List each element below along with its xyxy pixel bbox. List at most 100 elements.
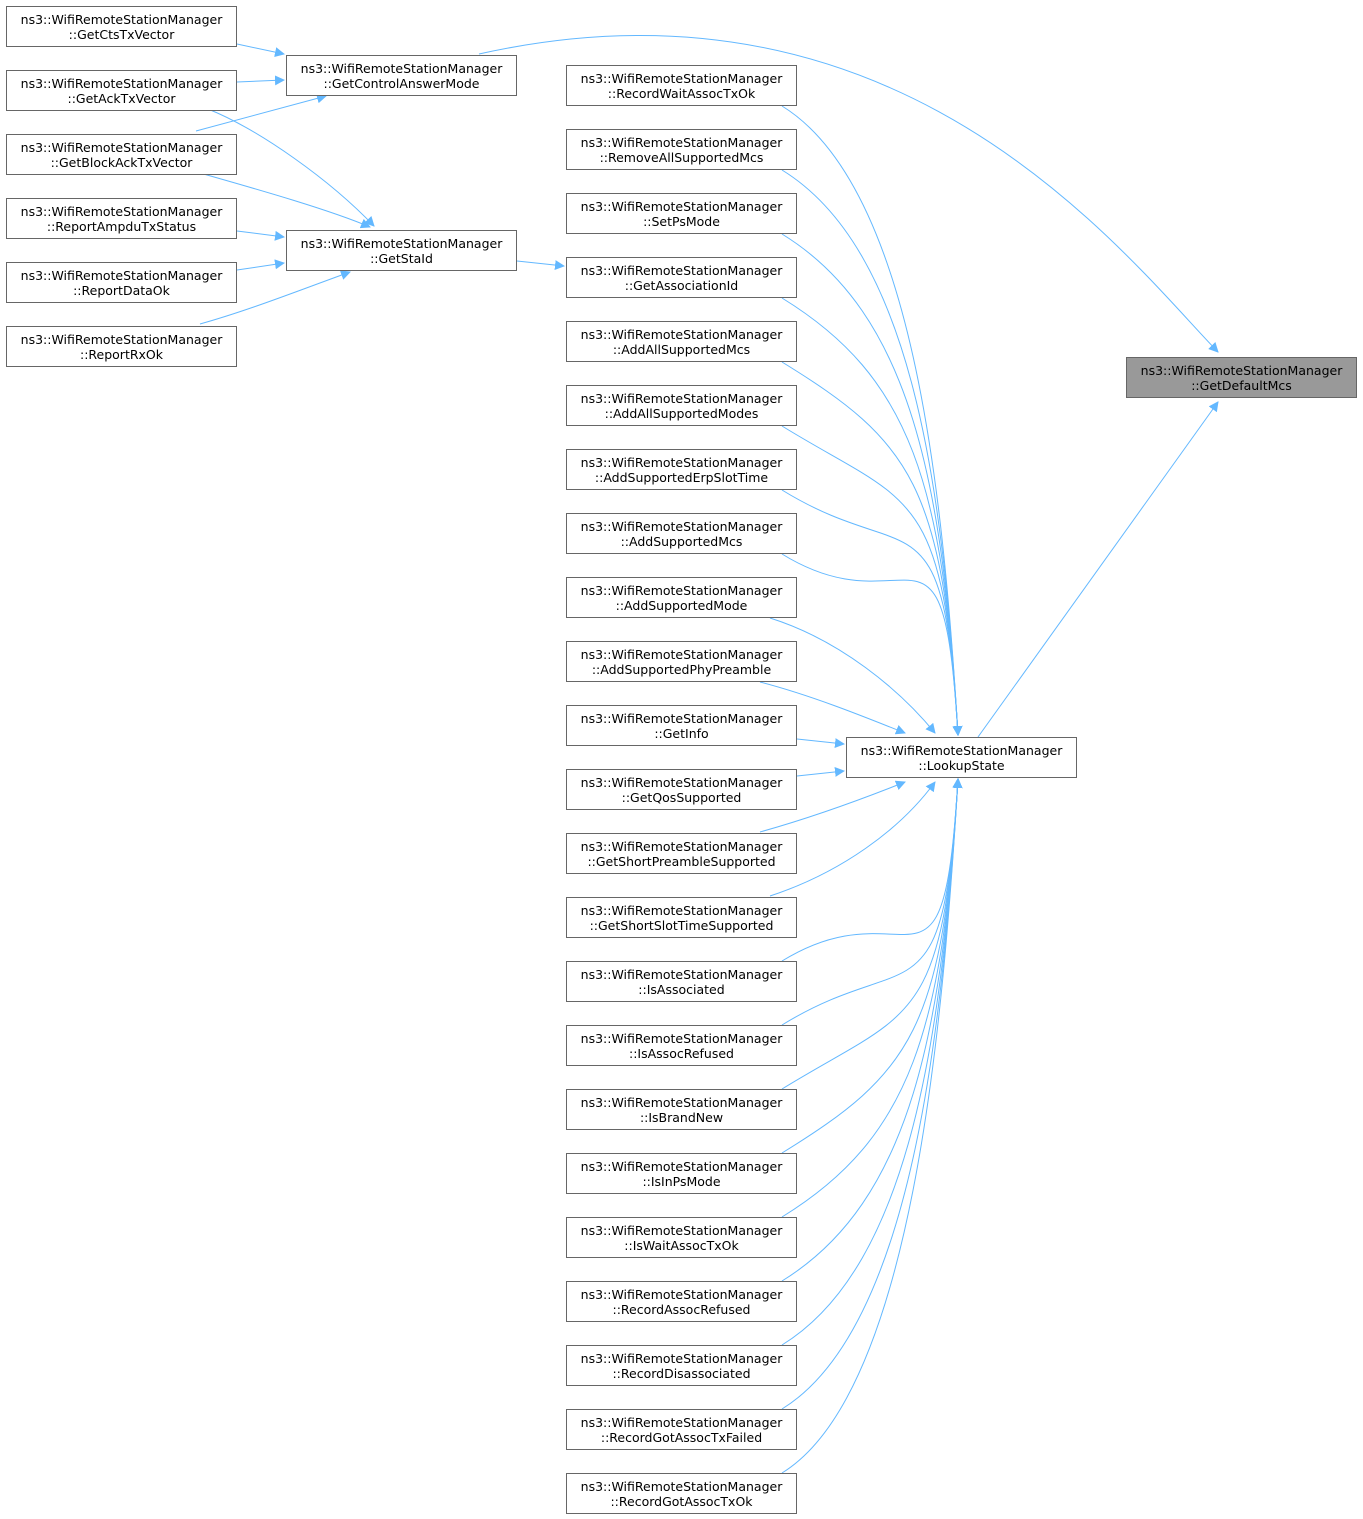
edge-setpsmode-to-lookupstate: [781, 233, 963, 736]
node-iswaitassoctxok[interactable]: ns3::WifiRemoteStationManager::IsWaitAss…: [566, 1217, 797, 1258]
node-namespace-label: ns3::WifiRemoteStationManager: [580, 646, 783, 662]
node-method-label: ::AddSupportedMcs: [620, 533, 743, 549]
edge-addsupportederpslottime-to-lookupstate: [781, 489, 963, 736]
edge-addsupportedmcs-to-lookupstate: [781, 553, 963, 736]
node-namespace-label: ns3::WifiRemoteStationManager: [580, 1094, 783, 1110]
node-getshortslottimesupported[interactable]: ns3::WifiRemoteStationManager::GetShortS…: [566, 897, 797, 938]
node-reportdataok[interactable]: ns3::WifiRemoteStationManager::ReportDat…: [6, 262, 237, 303]
node-addsupportedmode[interactable]: ns3::WifiRemoteStationManager::AddSuppor…: [566, 577, 797, 618]
node-method-label: ::GetBlockAckTxVector: [50, 154, 193, 170]
node-method-label: ::RecordAssocRefused: [612, 1301, 751, 1317]
edge-removeallsupportedmcs-to-lookupstate: [781, 169, 963, 736]
node-isinpsmode[interactable]: ns3::WifiRemoteStationManager::IsInPsMod…: [566, 1153, 797, 1194]
edge-addsupportedphypreamble-to-lookupstate: [759, 681, 906, 735]
node-method-label: ::IsAssociated: [638, 981, 725, 997]
node-namespace-label: ns3::WifiRemoteStationManager: [580, 1286, 783, 1302]
node-getctstxvector[interactable]: ns3::WifiRemoteStationManager::GetCtsTxV…: [6, 6, 237, 47]
node-namespace-label: ns3::WifiRemoteStationManager: [580, 1222, 783, 1238]
node-method-label: ::IsWaitAssocTxOk: [624, 1237, 739, 1253]
node-recordwaitassoctxok[interactable]: ns3::WifiRemoteStationManager::RecordWai…: [566, 65, 797, 106]
edge-getshortslottimesupported-to-lookupstate: [769, 781, 936, 897]
edge-isinpsmode-to-lookupstate: [781, 778, 963, 1154]
node-isassociated[interactable]: ns3::WifiRemoteStationManager::IsAssocia…: [566, 961, 797, 1002]
node-getblockacktxvector[interactable]: ns3::WifiRemoteStationManager::GetBlockA…: [6, 134, 237, 175]
node-addsupportedmcs[interactable]: ns3::WifiRemoteStationManager::AddSuppor…: [566, 513, 797, 554]
node-recordassocrefused[interactable]: ns3::WifiRemoteStationManager::RecordAss…: [566, 1281, 797, 1322]
node-getacktxvector[interactable]: ns3::WifiRemoteStationManager::GetAckTxV…: [6, 70, 237, 111]
edge-addsupportedmode-to-lookupstate: [769, 617, 936, 734]
node-reportampdutxstatus[interactable]: ns3::WifiRemoteStationManager::ReportAmp…: [6, 198, 237, 239]
node-getshortpreamblesupported[interactable]: ns3::WifiRemoteStationManager::GetShortP…: [566, 833, 797, 874]
edge-recordwaitassoctxok-to-lookupstate: [781, 105, 963, 736]
node-namespace-label: ns3::WifiRemoteStationManager: [20, 11, 223, 27]
edge-isassociated-to-lookupstate: [781, 778, 963, 962]
node-namespace-label: ns3::WifiRemoteStationManager: [580, 454, 783, 470]
edge-reportampdutxstatus-to-getstaid: [236, 230, 285, 241]
edge-recordgotassoctxok-to-lookupstate: [781, 778, 963, 1474]
node-method-label: ::GetQosSupported: [621, 789, 742, 805]
node-namespace-label: ns3::WifiRemoteStationManager: [20, 267, 223, 283]
node-method-label: ::AddSupportedMode: [615, 597, 748, 613]
node-method-label: ::AddAllSupportedModes: [604, 405, 759, 421]
node-getstaid[interactable]: ns3::WifiRemoteStationManager::GetStaId: [286, 230, 517, 271]
node-method-label: ::IsBrandNew: [639, 1109, 724, 1125]
node-getcontrolanswermode[interactable]: ns3::WifiRemoteStationManager::GetContro…: [286, 55, 517, 96]
node-getassociationid[interactable]: ns3::WifiRemoteStationManager::GetAssoci…: [566, 257, 797, 298]
node-namespace-label: ns3::WifiRemoteStationManager: [300, 235, 503, 251]
node-method-label: ::ReportRxOk: [79, 346, 164, 362]
node-addsupportedphypreamble[interactable]: ns3::WifiRemoteStationManager::AddSuppor…: [566, 641, 797, 682]
node-method-label: ::GetAssociationId: [624, 277, 739, 293]
node-addallsupportedmodes[interactable]: ns3::WifiRemoteStationManager::AddAllSup…: [566, 385, 797, 426]
node-recordgotassoctxfailed[interactable]: ns3::WifiRemoteStationManager::RecordGot…: [566, 1409, 797, 1450]
node-namespace-label: ns3::WifiRemoteStationManager: [580, 902, 783, 918]
node-getdefaultmcs: ns3::WifiRemoteStationManager::GetDefaul…: [1126, 357, 1357, 398]
node-namespace-label: ns3::WifiRemoteStationManager: [20, 203, 223, 219]
node-namespace-label: ns3::WifiRemoteStationManager: [580, 582, 783, 598]
node-addallsupportedmcs[interactable]: ns3::WifiRemoteStationManager::AddAllSup…: [566, 321, 797, 362]
node-namespace-label: ns3::WifiRemoteStationManager: [580, 518, 783, 534]
node-namespace-label: ns3::WifiRemoteStationManager: [580, 262, 783, 278]
node-lookupstate[interactable]: ns3::WifiRemoteStationManager::LookupSta…: [846, 737, 1077, 778]
edge-isassocrefused-to-lookupstate: [781, 778, 963, 1026]
node-method-label: ::IsAssocRefused: [629, 1045, 734, 1061]
node-namespace-label: ns3::WifiRemoteStationManager: [580, 198, 783, 214]
edge-getassociationid-to-lookupstate: [781, 297, 963, 736]
node-namespace-label: ns3::WifiRemoteStationManager: [580, 1414, 783, 1430]
edge-getblockacktxvector-to-getstaid: [199, 172, 371, 229]
node-addsupportederpslottime[interactable]: ns3::WifiRemoteStationManager::AddSuppor…: [566, 449, 797, 490]
node-recordgotassoctxok[interactable]: ns3::WifiRemoteStationManager::RecordGot…: [566, 1473, 797, 1514]
node-namespace-label: ns3::WifiRemoteStationManager: [300, 60, 503, 76]
node-isassocrefused[interactable]: ns3::WifiRemoteStationManager::IsAssocRe…: [566, 1025, 797, 1066]
node-namespace-label: ns3::WifiRemoteStationManager: [580, 1158, 783, 1174]
edge-getshortpreamblesupported-to-lookupstate: [759, 780, 906, 833]
node-namespace-label: ns3::WifiRemoteStationManager: [580, 70, 783, 86]
node-namespace-label: ns3::WifiRemoteStationManager: [580, 326, 783, 342]
edge-getstaid-to-getassociationid: [516, 260, 565, 271]
node-method-label: ::SetPsMode: [643, 213, 720, 229]
node-method-label: ::ReportDataOk: [73, 282, 170, 298]
node-namespace-label: ns3::WifiRemoteStationManager: [580, 1478, 783, 1494]
node-recorddisassociated[interactable]: ns3::WifiRemoteStationManager::RecordDis…: [566, 1345, 797, 1386]
node-isbrandnew[interactable]: ns3::WifiRemoteStationManager::IsBrandNe…: [566, 1089, 797, 1130]
node-method-label: ::GetCtsTxVector: [68, 26, 175, 42]
node-setpsmode[interactable]: ns3::WifiRemoteStationManager::SetPsMode: [566, 193, 797, 234]
node-method-label: ::RecordGotAssocTxFailed: [600, 1429, 763, 1445]
node-namespace-label: ns3::WifiRemoteStationManager: [20, 139, 223, 155]
node-namespace-label: ns3::WifiRemoteStationManager: [1140, 362, 1343, 378]
node-reportrxok[interactable]: ns3::WifiRemoteStationManager::ReportRxO…: [6, 326, 237, 367]
node-method-label: ::LookupState: [918, 757, 1005, 773]
edge-recorddisassociated-to-lookupstate: [781, 778, 963, 1346]
edge-recordassocrefused-to-lookupstate: [781, 778, 963, 1282]
edge-getacktxvector-to-getcontrolanswermode: [236, 75, 285, 86]
node-removeallsupportedmcs[interactable]: ns3::WifiRemoteStationManager::RemoveAll…: [566, 129, 797, 170]
node-method-label: ::IsInPsMode: [642, 1173, 721, 1189]
node-method-label: ::AddSupportedErpSlotTime: [594, 469, 769, 485]
node-namespace-label: ns3::WifiRemoteStationManager: [580, 838, 783, 854]
node-getqossupported[interactable]: ns3::WifiRemoteStationManager::GetQosSup…: [566, 769, 797, 810]
node-method-label: ::GetInfo: [654, 725, 709, 741]
node-namespace-label: ns3::WifiRemoteStationManager: [20, 331, 223, 347]
node-getinfo[interactable]: ns3::WifiRemoteStationManager::GetInfo: [566, 705, 797, 746]
node-method-label: ::GetShortPreambleSupported: [587, 853, 776, 869]
node-namespace-label: ns3::WifiRemoteStationManager: [580, 390, 783, 406]
node-method-label: ::GetShortSlotTimeSupported: [589, 917, 774, 933]
